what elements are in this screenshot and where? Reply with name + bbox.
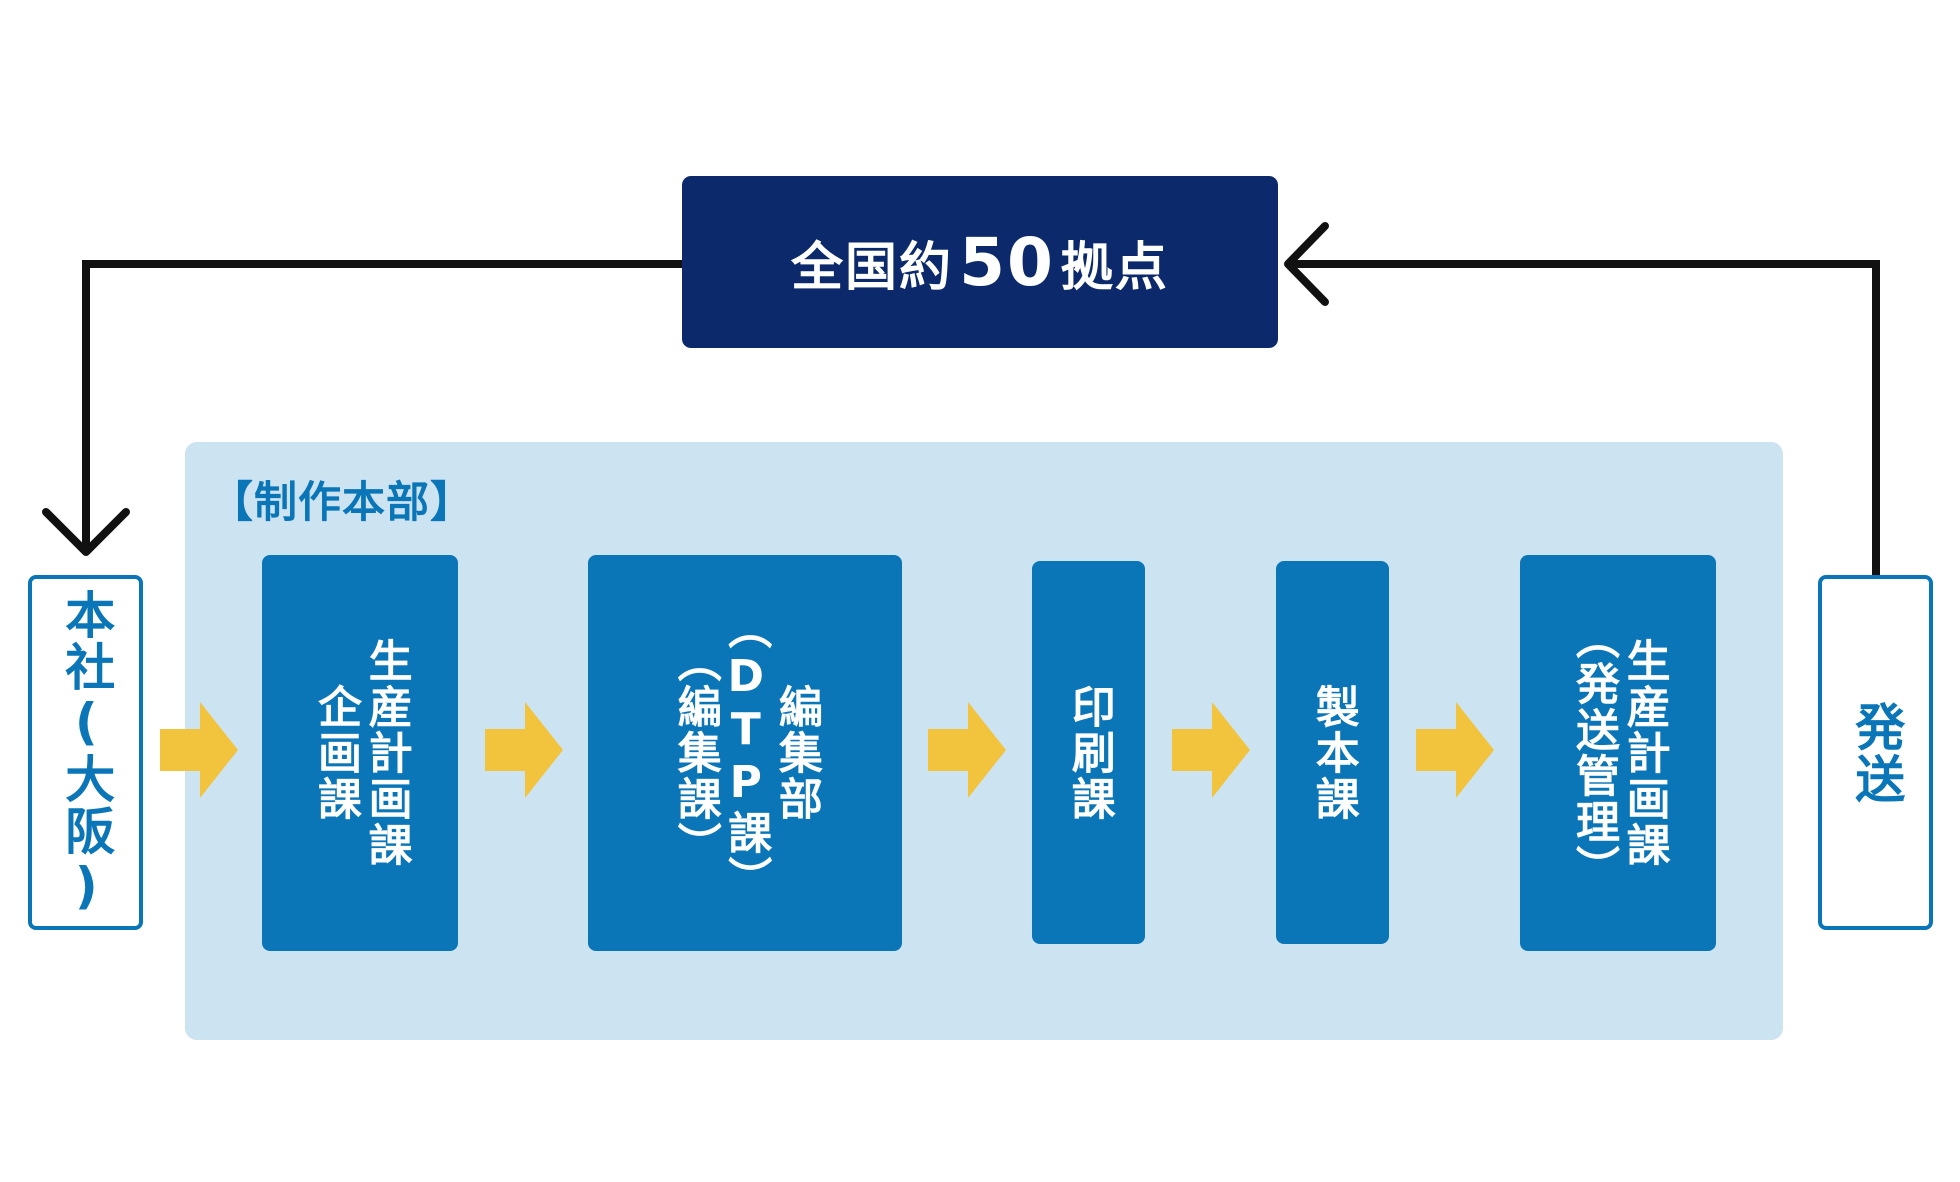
nationwide-hubs-box: 全国約 50 拠点 [682,176,1278,348]
dept-binding: 製本課 [1276,561,1389,944]
dept-editorial-line-2: （DTP課） [720,604,772,902]
hub-prefix: 全国約 [791,237,954,298]
shipping-label: 発送 [1847,700,1906,805]
head-office-box: 本社(大阪) [28,575,143,930]
dept-binding-label: 製本課 [1307,683,1359,822]
arrowhead-down-icon [42,508,130,556]
flow-arrow-icon [160,702,238,798]
arrowhead-left-icon [1284,222,1329,306]
dept-shipping-line-1: （発送管理） [1568,615,1619,891]
dept-shipping-management: （発送管理） 生産計画課 [1520,555,1716,951]
shipping-box: 発送 [1818,575,1933,930]
dept-editorial-line-3: 編集部 [770,684,822,822]
dept-planning: 企画課 生産計画課 [262,555,458,951]
dept-editorial-line-1: （編集課） [669,638,721,868]
flow-arrow-icon [1172,702,1250,798]
connector-to-head-office [82,260,682,548]
dept-printing: 印刷課 [1032,561,1145,944]
hub-count: 50 [959,223,1055,301]
head-office-label: 本社(大阪) [57,588,116,917]
connector-from-shipping [1288,260,1880,575]
flow-arrow-icon [485,702,563,798]
dept-planning-line-1: 企画課 [310,684,361,822]
dept-printing-label: 印刷課 [1063,683,1115,822]
panel-label: 【制作本部】 [210,478,474,528]
hub-suffix: 拠点 [1060,237,1169,298]
dept-planning-line-2: 生産計画課 [360,638,412,868]
flow-arrow-icon [1416,702,1494,798]
dept-editorial: （編集課） （DTP課） 編集部 [588,555,902,951]
dept-shipping-line-2: 生産計画課 [1618,638,1670,868]
flow-arrow-icon [928,702,1006,798]
